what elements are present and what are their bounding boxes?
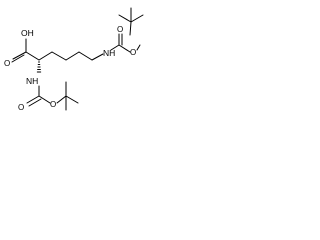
bond-oester1-ctbu xyxy=(56,95,67,104)
bond-cgamma-cdelta xyxy=(65,51,80,61)
bond-ccarb1-o-double xyxy=(26,95,40,104)
bond-c1-calpha xyxy=(25,51,40,61)
stereo-hash-wedge xyxy=(36,61,42,73)
bond-tbu1-me1 xyxy=(65,95,79,104)
atom-o-boc1-carbonyl: O xyxy=(18,103,24,112)
bond-ccarb1-o-double-2 xyxy=(28,98,42,107)
bond-ccarb2-oester xyxy=(118,44,131,53)
atom-nh-epsilon: NH xyxy=(103,48,115,58)
bond-tbu2-me2 xyxy=(118,14,132,23)
bond-tbu2-me1 xyxy=(129,21,132,36)
bond-cbeta-cgamma xyxy=(51,51,67,61)
atom-labels: OH O NH NH O O O O xyxy=(4,25,136,112)
bond-ccarb1-oester xyxy=(38,95,51,104)
atom-o-acid: O xyxy=(4,59,10,68)
bond-c1-o-double xyxy=(12,51,27,60)
atom-o-boc1-ester: O xyxy=(50,100,56,109)
bond-cdelta-cepsilon xyxy=(78,51,93,61)
bond-group xyxy=(11,7,144,111)
bond-cepsilon-n xyxy=(91,53,104,61)
bond-nepsilon-ccarb xyxy=(110,44,120,51)
atom-o-boc2-carbonyl: O xyxy=(117,25,123,34)
atom-o-boc2-ester: O xyxy=(130,48,136,57)
atom-oh: OH xyxy=(21,28,34,38)
bond-oester-ctbu xyxy=(136,44,141,51)
bond-calpha-cbeta xyxy=(38,51,53,61)
bond-c1-o-double-2 xyxy=(11,54,25,63)
bond-tbu2-me3 xyxy=(130,14,144,23)
structural-formula: OH O NH NH O O O O xyxy=(4,7,144,112)
atom-nh-alpha: NH xyxy=(26,76,38,86)
